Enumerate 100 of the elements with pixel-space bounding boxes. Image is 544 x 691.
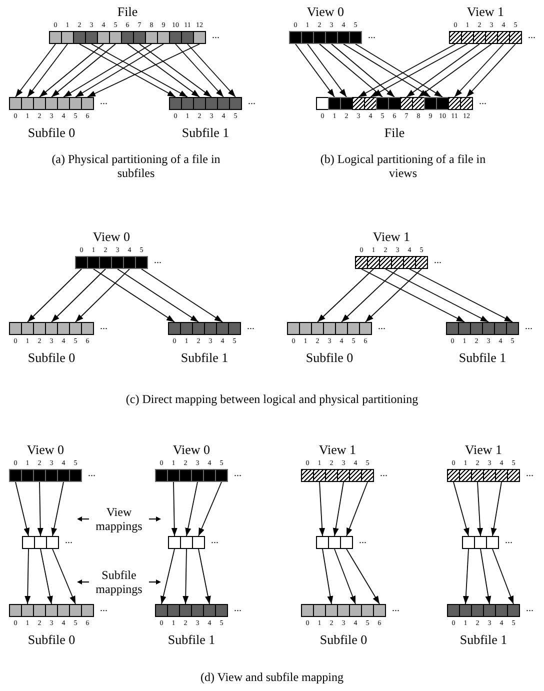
arrow (139, 44, 212, 98)
array-name: View 0 (306, 5, 344, 18)
array-cell (486, 536, 499, 549)
array-cell (168, 536, 181, 549)
array-name: Subfile 1 (460, 633, 508, 646)
ellipsis: ... (247, 322, 254, 332)
array-name: Subfile 1 (168, 633, 216, 646)
arrow (198, 548, 211, 604)
array-name: Subfile 0 (28, 351, 76, 364)
ellipsis: ... (212, 31, 220, 41)
array-name: Subfile 1 (458, 351, 506, 364)
ellipsis: ... (378, 322, 386, 332)
arrow (27, 268, 82, 322)
arrow (15, 44, 56, 98)
arrow (406, 44, 480, 98)
ellipsis: ... (211, 536, 218, 546)
ellipsis: ... (525, 322, 532, 332)
array-cell (462, 536, 475, 549)
arrow (409, 268, 513, 322)
array-cell (34, 536, 47, 549)
arrow (365, 268, 422, 322)
arrow (346, 482, 368, 536)
arrow (160, 548, 175, 604)
array-name: View 1 (318, 443, 356, 456)
arrow (343, 44, 431, 98)
arrow (198, 482, 222, 536)
array-cell (328, 536, 341, 549)
arrow (295, 44, 335, 98)
array-name: File (384, 126, 405, 139)
arrow (334, 548, 356, 604)
arrow (341, 268, 398, 322)
arrow (355, 44, 443, 98)
arrow (346, 548, 380, 604)
arrow (75, 44, 164, 98)
arrow (185, 482, 198, 536)
arrow (75, 268, 130, 322)
arrow (418, 44, 492, 98)
ellipsis: ... (526, 469, 534, 479)
arrow (317, 268, 374, 322)
arrow (93, 268, 175, 322)
array-name: View 1 (372, 230, 410, 243)
array-name: View 1 (464, 443, 502, 456)
arrow (37, 482, 44, 536)
arrow (466, 44, 516, 98)
arrow (51, 482, 64, 536)
ellipsis: ... (234, 469, 242, 479)
ellipsis: ... (434, 256, 442, 266)
arrow (27, 44, 68, 98)
ellipsis: ... (100, 97, 108, 107)
arrow (175, 44, 224, 98)
ellipsis: ... (100, 322, 108, 332)
ellipsis: ... (479, 97, 486, 107)
ellipsis: ... (526, 604, 534, 614)
figure-caption: (a) Physical partitioning of a file in subfiles (50, 152, 222, 180)
ellipsis: ... (234, 604, 242, 614)
arrow (24, 548, 31, 604)
arrow (15, 482, 30, 536)
array-cell (46, 536, 59, 549)
array-cell (180, 536, 193, 549)
array-name: View 1 (466, 5, 504, 18)
arrow (453, 482, 470, 536)
array-name: File (117, 5, 138, 18)
arrow (319, 482, 326, 536)
ellipsis: ... (392, 604, 400, 614)
ellipsis: ... (359, 536, 366, 546)
arrow (385, 268, 489, 322)
ellipsis: ... (100, 604, 108, 614)
ellipsis: ... (528, 31, 536, 41)
arrow (454, 44, 504, 98)
array-name: Subfile 1 (182, 126, 230, 139)
mapping-label: View mappings (94, 505, 144, 533)
ellipsis: ... (154, 256, 162, 266)
array-cell (22, 536, 35, 549)
array-cell (192, 536, 205, 549)
array-name: Subfile 0 (306, 351, 354, 364)
ellipsis: ... (380, 469, 388, 479)
arrow (307, 44, 347, 98)
arrow (40, 548, 53, 604)
array-cell (316, 536, 329, 549)
figure-caption: (d) View and subfile mapping (199, 670, 345, 684)
array-name: Subfile 0 (28, 633, 76, 646)
arrow (127, 44, 200, 98)
arrow (358, 44, 456, 98)
ellipsis: ... (65, 536, 72, 546)
mapping-label: Subfile mappings (94, 568, 144, 596)
array-name: View 0 (92, 230, 130, 243)
arrow (51, 268, 106, 322)
arrow (52, 548, 76, 604)
array-name: Subfile 0 (320, 633, 368, 646)
ellipsis: ... (368, 31, 376, 41)
arrow (79, 44, 176, 98)
arrow (322, 548, 334, 604)
figure-caption: (b) Logical partitioning of a file in views (319, 152, 487, 180)
arrow (332, 482, 344, 536)
arrow (480, 548, 492, 604)
arrow (462, 548, 469, 604)
arrow (490, 482, 502, 536)
ellipsis: ... (88, 469, 96, 479)
arrow (370, 44, 468, 98)
arrow (492, 548, 514, 604)
